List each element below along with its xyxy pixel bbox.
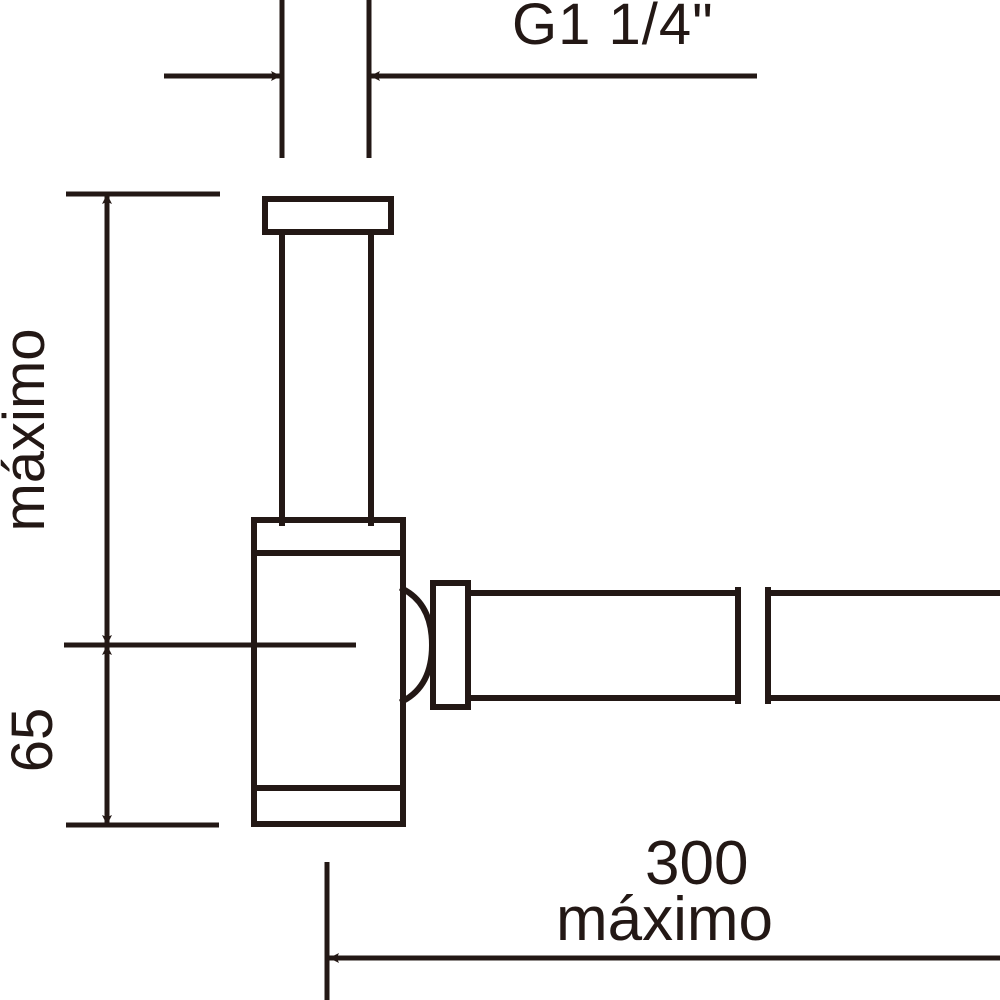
height-max-label: máximo [0, 328, 57, 531]
outlet-nut [430, 580, 471, 710]
trap-body-top-collar [251, 517, 406, 556]
thread-size-label: G1 1/4" [512, 0, 714, 57]
trap-geometry [251, 196, 1000, 827]
dimension-lines [64, 0, 1000, 1000]
outlet-length-note-label: máximo [556, 885, 773, 954]
trap-depth-label: 65 [0, 708, 65, 773]
outlet-length-label: 300 [645, 829, 748, 898]
outlet-elbow-bulge [398, 584, 436, 706]
trap-body-bottom-collar [251, 785, 406, 827]
inlet-cap [262, 196, 394, 235]
dimension-labels: G1 1/4" máximo 65 300 máximo [0, 0, 773, 954]
